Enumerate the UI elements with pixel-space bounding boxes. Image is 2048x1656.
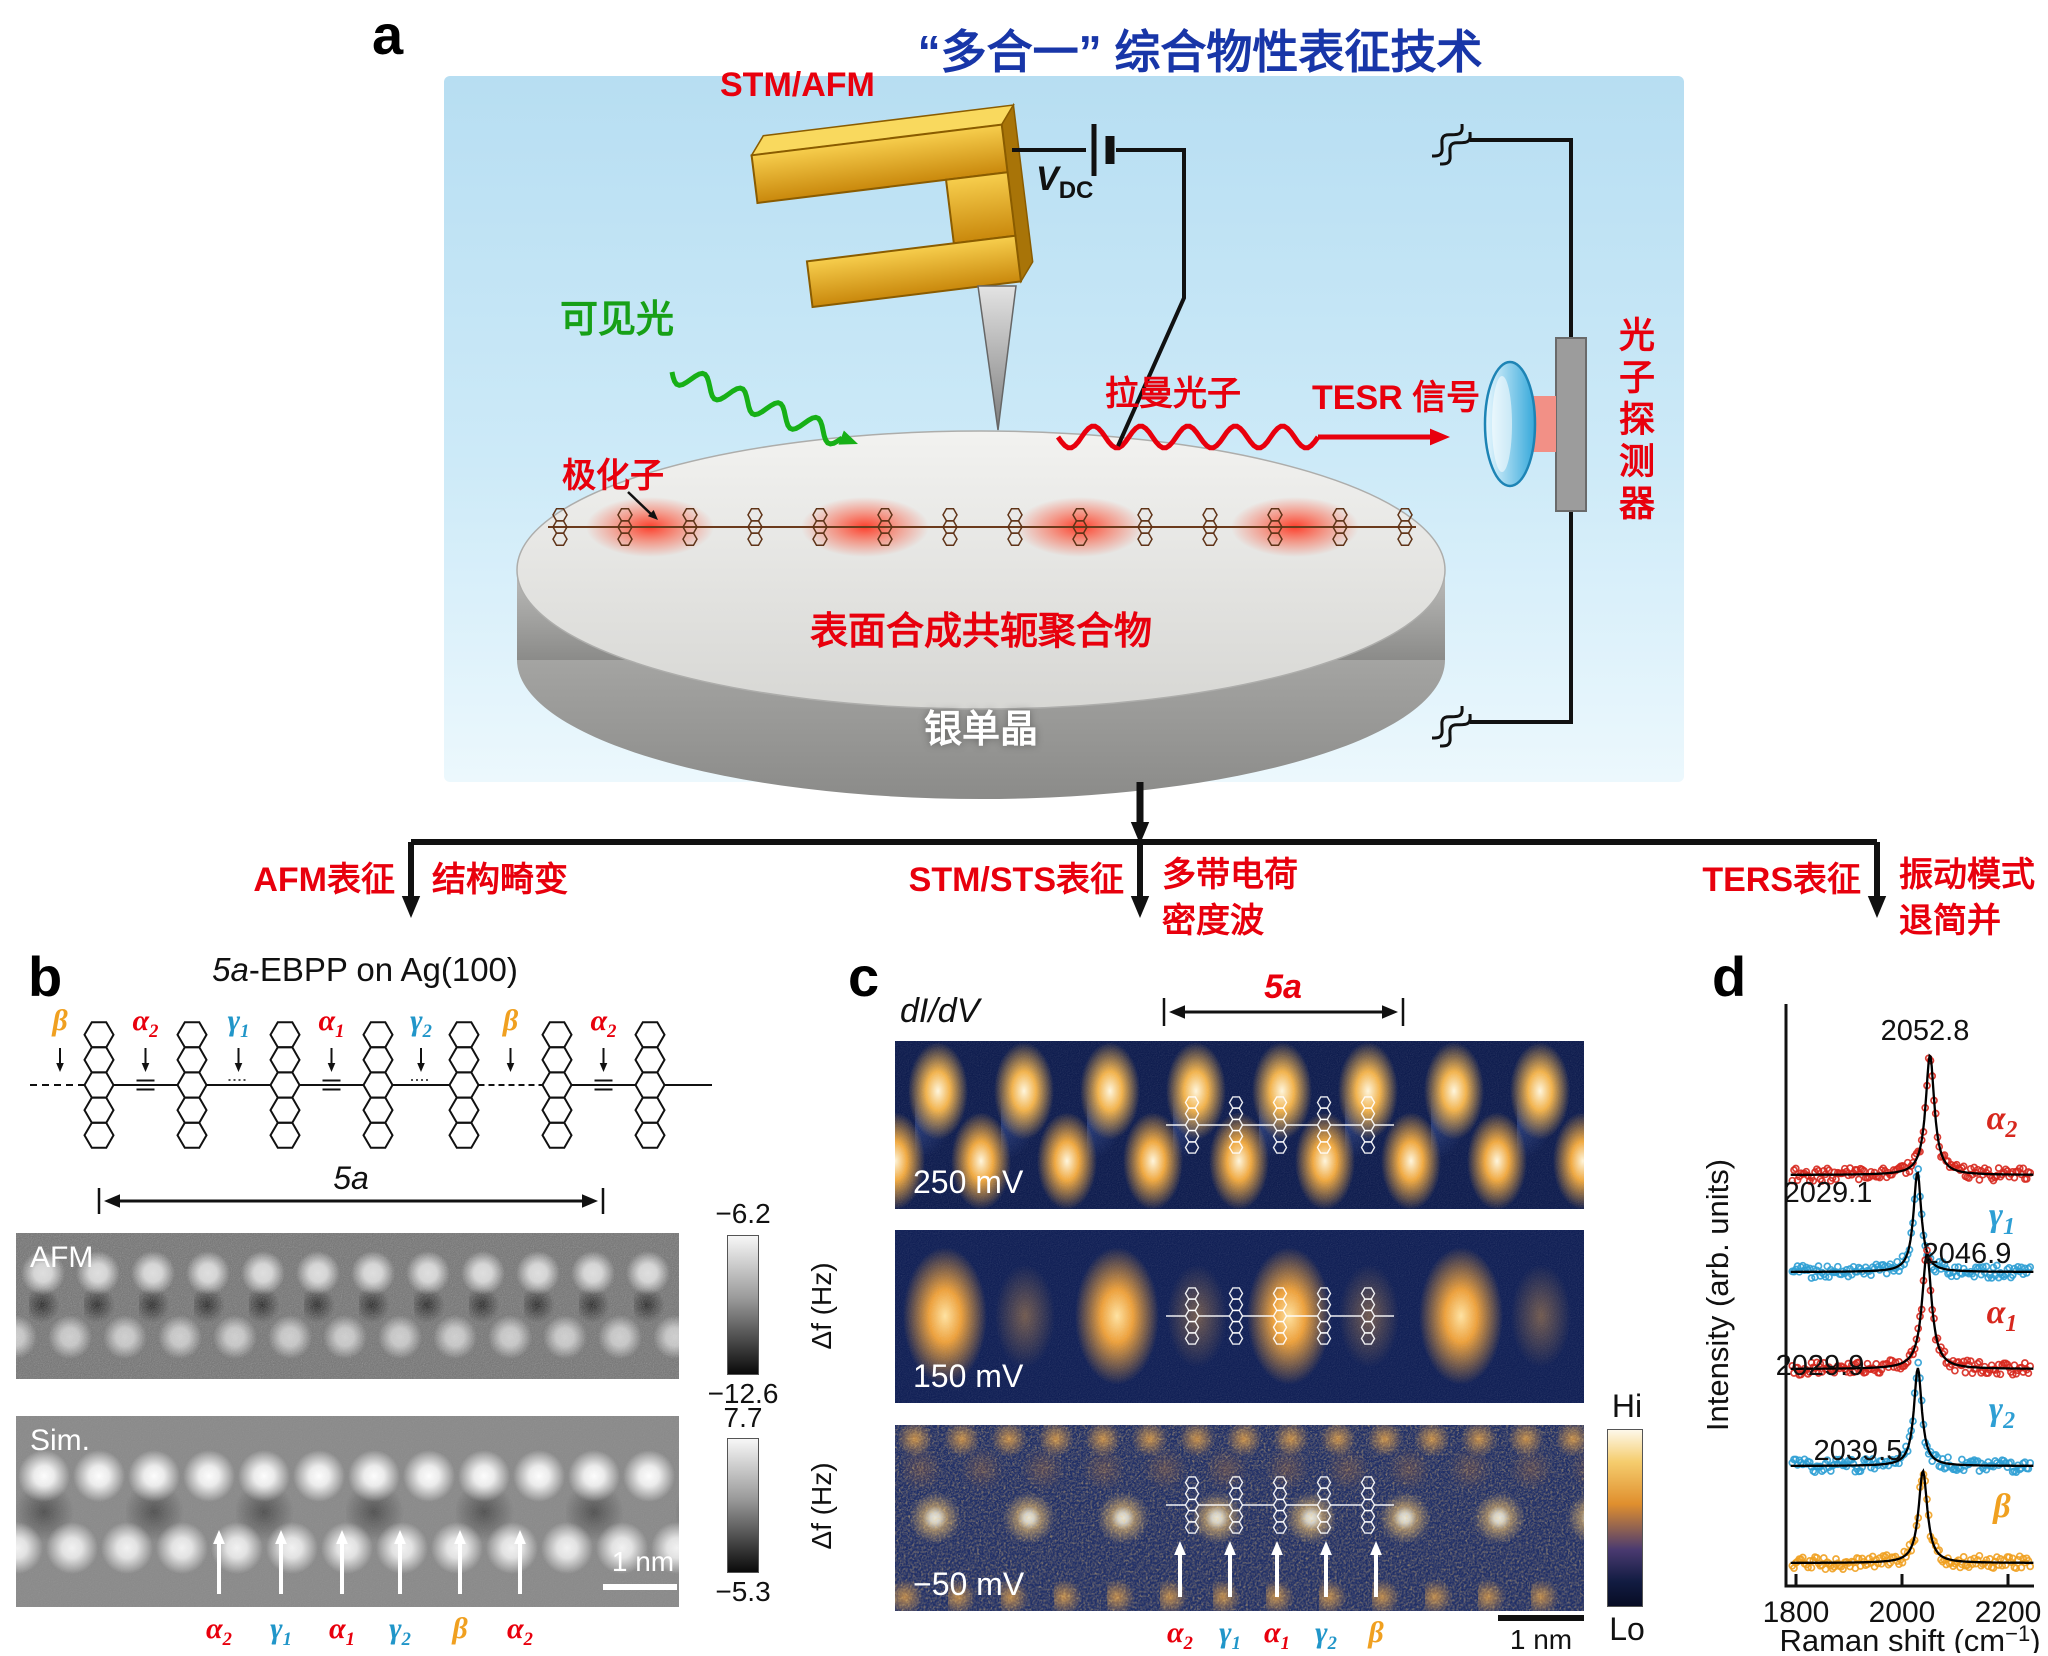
didv-map-neg50mv: −50 mV (895, 1425, 1584, 1611)
map3-bias-label: −50 mV (913, 1566, 1025, 1602)
site-label-b-1: γ1 (270, 1612, 292, 1650)
didv-map-150mv: 150 mV (895, 1230, 1584, 1403)
svg-text:2029.1: 2029.1 (1784, 1177, 1873, 1209)
branch-stm-result-line2: 密度波 (1162, 902, 1264, 940)
afm-scale-min: −12.6 (707, 1378, 779, 1409)
svg-text:2052.8: 2052.8 (1881, 1015, 1970, 1047)
panel-d-label: d (1712, 945, 1747, 1008)
site-label-b-3: γ2 (389, 1612, 411, 1650)
bond-label-3: α1 (318, 1004, 345, 1042)
sim-colorbar (727, 1438, 759, 1573)
panel-c-label: c (848, 945, 880, 1008)
branch-ters-method: TERS表征 (1702, 861, 1861, 899)
svg-text:2200: 2200 (1975, 1596, 2042, 1629)
svg-text:2029.9: 2029.9 (1776, 1350, 1865, 1382)
unit-cell-label-b: 5a (333, 1160, 369, 1196)
branch-stm-method: STM/STS表征 (908, 861, 1124, 899)
afm-image-label: AFM (30, 1241, 94, 1274)
panel-b-title-italic: 5a (212, 951, 249, 988)
svg-text:γ1: γ1 (1989, 1197, 2015, 1240)
branch-ters-result-line2: 退简并 (1899, 902, 2001, 940)
site-label-c-4: β (1368, 1616, 1384, 1649)
branch-stm-result: 多带电荷密度波 (1162, 852, 1298, 944)
svg-text:α2: α2 (1987, 1100, 2018, 1143)
site-label-c-0: α2 (1167, 1616, 1193, 1654)
site-label-b-4: β (452, 1612, 468, 1645)
sim-scale-unit: Δf (Hz) (806, 1462, 837, 1550)
panel-a-label: a (372, 3, 404, 66)
colorbar-hi-label: Hi (1611, 1388, 1643, 1424)
afm-scale-max: −6.2 (715, 1198, 771, 1229)
raman-photon-label: 拉曼光子 (1105, 375, 1241, 413)
panel-b-title: 5a-EBPP on Ag(100) (130, 951, 600, 989)
bond-label-4: γ2 (410, 1004, 432, 1042)
vdc-label: VDC (1036, 160, 1093, 205)
didv-colorbar (1607, 1429, 1643, 1607)
svg-text:β: β (1991, 1488, 2011, 1525)
branch-afm-result: 结构畸变 (432, 861, 568, 899)
map-scalebar-label: 1 nm (1509, 1624, 1573, 1655)
sim-image: Sim. (16, 1416, 679, 1607)
vdc-subscript: DC (1058, 176, 1094, 204)
figure-title: “多合一” 综合物性表征技术 (917, 26, 1483, 78)
site-label-c-2: α1 (1264, 1616, 1290, 1654)
sim-scale-max: 7.7 (723, 1402, 763, 1433)
svg-text:Intensity (arb. units): Intensity (arb. units) (1700, 1159, 1735, 1431)
afm-noise-texture (16, 1233, 679, 1379)
unit-cell-label-c: 5a (1264, 968, 1302, 1006)
svg-text:Raman shift (cm−1): Raman shift (cm−1) (1779, 1621, 2040, 1653)
site-label-c-3: γ2 (1315, 1616, 1337, 1654)
visible-light-label: 可见光 (560, 299, 675, 341)
bond-label-5: β (502, 1004, 519, 1037)
bond-label-1: α2 (132, 1004, 159, 1042)
sim-scalebar-label: 1 nm (611, 1546, 675, 1577)
site-label-b-2: α1 (329, 1612, 355, 1650)
panel-b-label: b (28, 945, 63, 1008)
substrate-label: 银单晶 (923, 709, 1038, 751)
branch-ters-result: 振动模式退简并 (1899, 852, 2035, 944)
colorbar-lo-label: Lo (1609, 1611, 1645, 1647)
sim-image-label: Sim. (30, 1424, 90, 1457)
svg-text:1800: 1800 (1763, 1596, 1830, 1629)
afm-colorbar (727, 1235, 759, 1375)
polymer-label: 表面合成共轭聚合物 (809, 611, 1152, 653)
svg-text:2000: 2000 (1869, 1596, 1936, 1629)
site-label-b-0: α2 (206, 1612, 232, 1650)
svg-text:α1: α1 (1987, 1294, 2018, 1337)
branch-ters-result-line1: 振动模式 (1899, 856, 2035, 894)
branch-afm-method: AFM表征 (253, 861, 395, 899)
bond-label-0: β (52, 1004, 68, 1037)
sim-scale-min: −5.3 (715, 1576, 771, 1607)
bond-label-6: α2 (590, 1004, 617, 1042)
polaron-label: 极化子 (562, 457, 664, 495)
svg-text:γ2: γ2 (1989, 1391, 2015, 1434)
site-label-b-5: α2 (507, 1612, 533, 1650)
branch-stm-result-line1: 多带电荷 (1162, 856, 1298, 894)
map2-bias-label: 150 mV (913, 1358, 1024, 1394)
afm-scale-unit: Δf (Hz) (806, 1262, 837, 1350)
svg-text:2046.9: 2046.9 (1923, 1238, 2012, 1270)
sim-noise-texture (16, 1416, 679, 1607)
panel-b-title-rest: -EBPP on Ag(100) (248, 951, 518, 988)
stm-afm-label: STM/AFM (720, 66, 875, 104)
map1-bias-label: 250 mV (913, 1164, 1024, 1200)
vdc-symbol: V (1036, 160, 1059, 198)
tesr-signal-label: TESR 信号 (1312, 379, 1481, 417)
site-label-c-1: γ1 (1219, 1616, 1241, 1654)
photon-detector-label: 光子探测器 (1614, 316, 1655, 526)
afm-image: AFM (16, 1233, 679, 1379)
didv-map-250mv: 250 mV (895, 1041, 1584, 1209)
svg-text:2039.5: 2039.5 (1814, 1435, 1903, 1467)
bond-label-2: γ1 (227, 1004, 250, 1042)
didv-label: dI/dV (900, 992, 980, 1030)
